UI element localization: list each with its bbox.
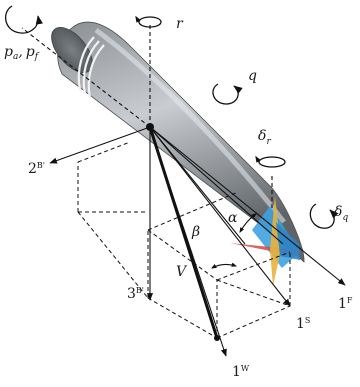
- tail-fins: [230, 196, 300, 286]
- velocity-label: V: [176, 264, 188, 280]
- axis-3B-label: 3B': [127, 286, 144, 302]
- attack-label: α: [228, 210, 238, 226]
- axis-1F: [149, 126, 346, 286]
- center-of-mass: [146, 123, 154, 131]
- axis-1F-label: 1F: [338, 296, 353, 312]
- elevator-deflection-symbol: [309, 203, 339, 229]
- ray-to-tip: [149, 126, 246, 245]
- projection-box: [77, 141, 291, 339]
- axis-1S-label: 1S: [296, 316, 310, 332]
- rudder-label: δr: [258, 128, 271, 147]
- yaw-rate-symbol: [135, 15, 162, 28]
- axis-1W-label: 1W: [232, 364, 250, 380]
- velocity-vector: [148, 126, 219, 339]
- roll-rate-symbol: [5, 5, 43, 34]
- yaw-rate-label: r: [176, 16, 184, 32]
- axis-1S: [149, 126, 291, 307]
- beta-arc: [211, 262, 238, 269]
- missile-base: [51, 27, 93, 73]
- axis-2B: [49, 126, 151, 164]
- rudder-deflection-symbol: [255, 155, 286, 168]
- elevator-label: δq: [334, 204, 348, 223]
- pitch-rate-symbol: [212, 83, 243, 105]
- axis-2B-label: 2B': [28, 161, 45, 177]
- roll-axis-rear: [21, 27, 151, 128]
- pitch-rate-label: q: [248, 68, 257, 84]
- alpha-arc: [239, 213, 257, 233]
- roll-rate-label: pa,pf: [4, 44, 40, 62]
- body-rings: [77, 36, 105, 99]
- sideslip-label: β: [191, 224, 200, 240]
- ray-to-fins: [149, 126, 284, 245]
- axes: [21, 22, 346, 357]
- body-highlight: [94, 27, 286, 224]
- velocity-tip-dot: [214, 335, 220, 341]
